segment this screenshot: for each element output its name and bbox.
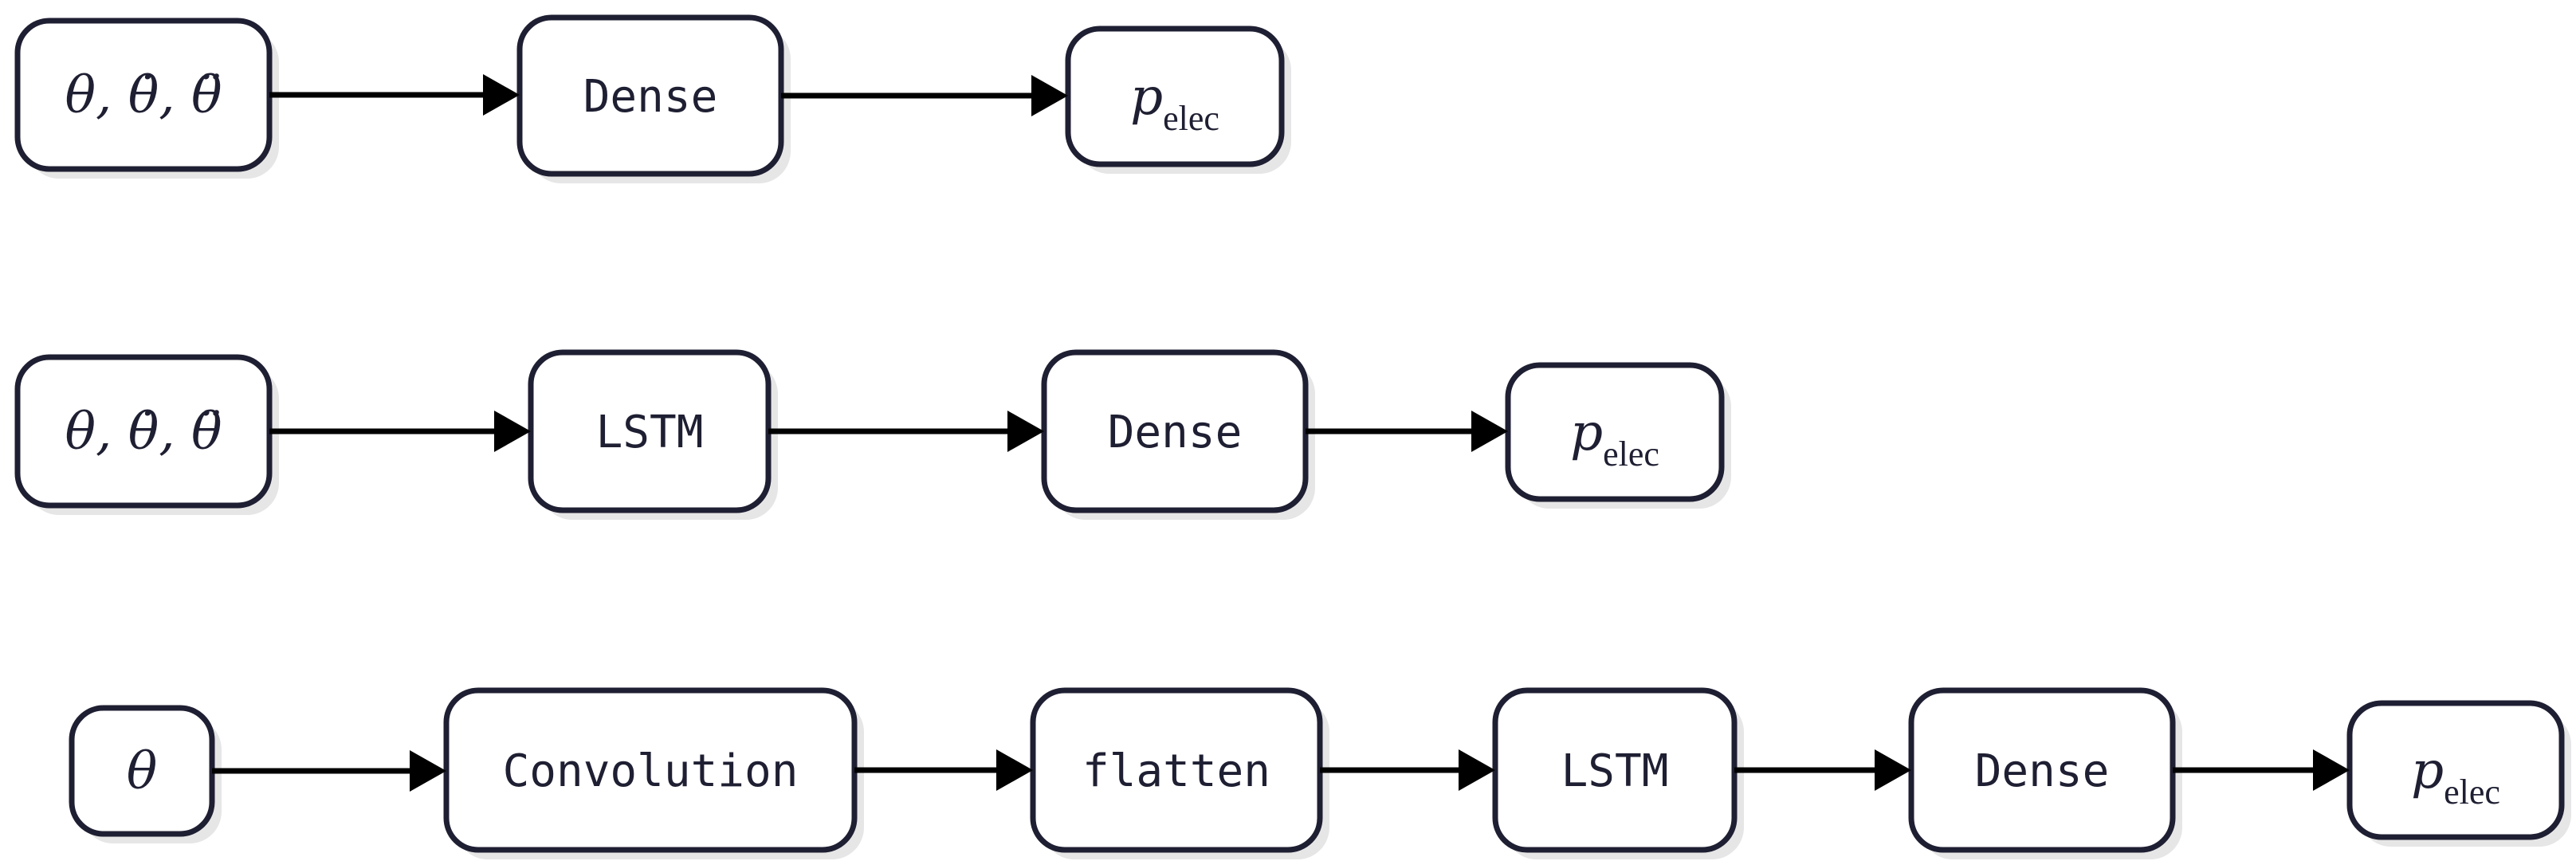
node-label-main: Convolution [503, 745, 799, 797]
arrow-head [1471, 411, 1508, 452]
arrow-head [1459, 749, 1495, 791]
node-label: Dense [583, 71, 718, 123]
node-label: LSTM [1561, 745, 1669, 797]
node-p-elec: pelec [1065, 26, 1291, 174]
node-label-main: Dense [1108, 407, 1243, 458]
node-label-main: LSTM [596, 407, 704, 458]
node-label-main: θ, θ̇, θ̈ [65, 66, 222, 125]
node-dense: Dense [516, 14, 791, 183]
node-label-subscript: elec [1603, 434, 1659, 474]
node-label-main: p [2411, 741, 2444, 800]
node-label-main: p [1570, 403, 1603, 462]
node-dense: Dense [1041, 349, 1315, 520]
arrow-head [2313, 749, 2350, 791]
flow-arrow [768, 411, 1044, 452]
node-label: flatten [1082, 745, 1270, 797]
flow-arrow [1734, 749, 1911, 791]
node-label: Convolution [503, 745, 799, 797]
node-label-subscript: elec [2444, 773, 2500, 812]
node-input-theta: θ, θ̇, θ̈ [14, 18, 279, 179]
node-label-main: Dense [1975, 745, 2110, 797]
node-label-main: θ, θ̇, θ̈ [65, 403, 222, 462]
node-label: pelec [1570, 403, 1659, 474]
node-label-main: θ [127, 742, 158, 801]
flow-arrow [269, 411, 531, 452]
node-label: Dense [1975, 745, 2110, 797]
node-lstm: LSTM [1492, 687, 1744, 859]
arrow-head [1875, 749, 1911, 791]
node-label-main: flatten [1082, 745, 1270, 797]
node-label-main: LSTM [1561, 745, 1669, 797]
flow-arrow [781, 75, 1068, 116]
node-flatten: flatten [1030, 687, 1329, 859]
arrow-head [996, 749, 1033, 791]
node-label: θ [127, 742, 158, 801]
node-box [2346, 700, 2565, 840]
node-label: LSTM [596, 407, 704, 458]
flow-arrow [2173, 749, 2350, 791]
arrow-head [410, 750, 446, 792]
flow-arrow [269, 74, 520, 116]
node-input-theta: θ [69, 705, 222, 843]
node-label: pelec [2411, 741, 2500, 812]
arrow-head [483, 74, 520, 116]
flow-arrow [854, 749, 1033, 791]
node-label-main: Dense [583, 71, 718, 123]
node-label: θ, θ̇, θ̈ [65, 403, 222, 462]
flow-arrow [212, 750, 446, 792]
node-lstm: LSTM [528, 349, 778, 520]
node-label: θ, θ̇, θ̈ [65, 66, 222, 125]
node-label-subscript: elec [1163, 99, 1219, 138]
flow-arrow [1320, 749, 1495, 791]
flow-arrow [1306, 411, 1508, 452]
node-input-theta: θ, θ̇, θ̈ [14, 354, 279, 515]
node-p-elec: pelec [1505, 362, 1731, 509]
node-dense: Dense [1908, 687, 2182, 859]
arrow-head [1007, 411, 1044, 452]
arrow-head [494, 411, 531, 452]
node-box [1505, 362, 1725, 502]
node-box [1065, 26, 1285, 167]
node-convolution: Convolution [443, 687, 864, 859]
node-label: Dense [1108, 407, 1243, 458]
node-p-elec: pelec [2346, 700, 2571, 847]
arrow-head [1031, 75, 1068, 116]
node-label-main: p [1130, 68, 1163, 127]
node-label: pelec [1130, 68, 1219, 138]
